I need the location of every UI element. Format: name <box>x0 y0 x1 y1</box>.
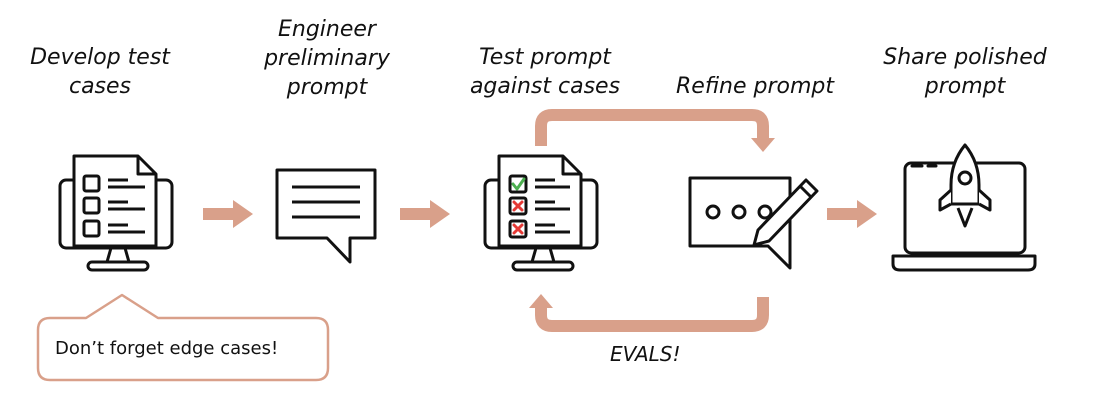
chat-pencil-icon <box>688 176 819 270</box>
loop-arrowhead-top <box>751 138 775 152</box>
cross-mark-icon <box>512 200 524 212</box>
evals-label: EVALS! <box>610 342 681 366</box>
step-label-test-prompt: Test prompt against cases <box>469 45 621 99</box>
monitor-checklist-icon <box>58 154 174 272</box>
cross-mark-icon <box>512 223 524 235</box>
step-label-refine-prompt: Refine prompt <box>676 74 834 99</box>
speech-bubble-icon <box>275 168 377 264</box>
flow-arrow-2 <box>400 200 450 228</box>
flow-arrow-3 <box>827 200 877 228</box>
step-label-share-polished-prompt: Share polished prompt <box>883 45 1047 99</box>
flow-arrow-1 <box>203 200 253 228</box>
callout-bubble <box>36 293 330 382</box>
step-label-engineer-preliminary-prompt: Engineer preliminary prompt <box>264 17 390 100</box>
callout-text: Don’t forget edge cases! <box>55 338 279 359</box>
check-mark-icon <box>511 177 526 191</box>
loop-arrowhead-bottom <box>529 294 553 308</box>
step-label-develop-test-cases: Develop test cases <box>30 45 170 99</box>
loop-arrow-top <box>535 109 769 146</box>
laptop-rocket-icon <box>891 143 1037 272</box>
monitor-graded-checklist-icon <box>483 154 599 272</box>
loop-arrow-bottom <box>535 297 769 332</box>
